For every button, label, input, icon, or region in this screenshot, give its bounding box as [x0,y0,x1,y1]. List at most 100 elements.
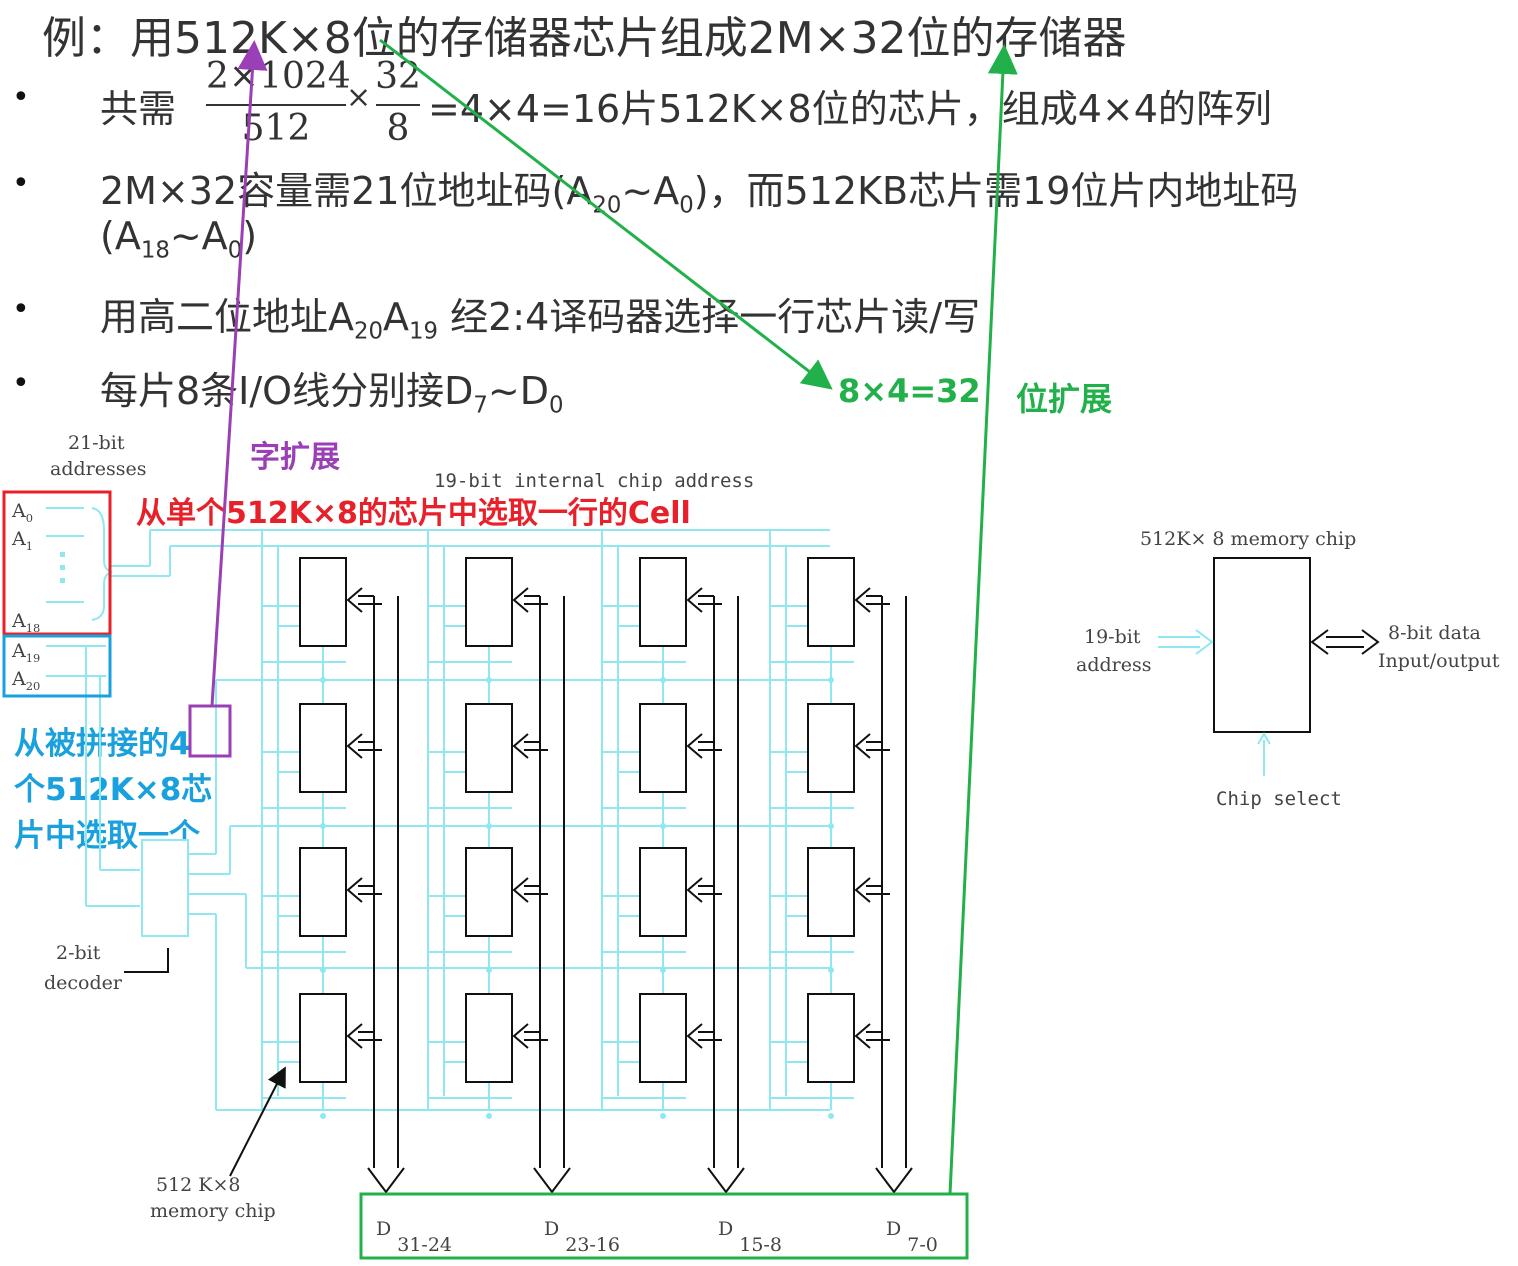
purple-arrow [210,40,268,707]
legend-chip-title: 512K× 8 memory chip [1140,528,1357,550]
junction-dot [828,823,834,829]
junction-dot [486,677,492,683]
fraction-1-numerator: 2×1024 [206,56,351,97]
memory-chip [639,703,687,793]
data-arrowhead [512,877,529,903]
data-arrowhead [512,1023,529,1049]
addr-a0: A0 [12,500,33,525]
legend-data-1: 8-bit data [1388,622,1481,644]
legend-data-arrow [1310,629,1380,655]
junction-dot [660,677,666,683]
bullet-3-text: 用高二位地址A20A19 经2:4译码器选择一行芯片读/写 [100,295,981,345]
green-arrow-2 [948,44,1018,1195]
memory-chip [807,993,855,1083]
junction-dot [320,677,326,683]
chip-array [299,557,855,1083]
junction-dot [486,823,492,829]
junction-dot [660,967,666,973]
data-arrowhead [854,587,871,613]
word-ext-label: 字扩展 [250,440,340,475]
bit-ext-label: 位扩展 [1016,380,1113,418]
green-data-box [359,1192,969,1260]
data-arrowhead [346,733,363,759]
decoder-pointer [124,948,169,973]
junction-dot [486,967,492,973]
addr-a19: A19 [12,640,41,665]
fraction-1-bar [206,104,346,106]
legend-data-2: Input/output [1378,650,1500,672]
address-bus [46,507,830,907]
addr-a20: A20 [12,668,41,693]
legend-addr-arrow [1158,629,1214,655]
data-bus-arrowhead [533,1167,571,1194]
chip-label-2: memory chip [150,1200,276,1222]
bullet-dot: • [12,292,30,327]
addr-a1: A1 [12,528,33,553]
legend-addr-2: address [1076,654,1152,676]
blue-note-line-2: 个512K×8芯 [14,772,213,808]
data-arrowhead [346,587,363,613]
memory-chip [465,847,513,937]
junction-dot [660,823,666,829]
legend-chip-block [1213,557,1311,733]
fraction-2-numerator: 32 [375,56,421,97]
decoder-label-2: decoder [44,972,122,994]
address-brace [91,507,113,621]
bullet-1-prefix: 共需 [100,87,177,131]
memory-chip [639,993,687,1083]
memory-chip [807,557,855,647]
data-bus-arrowhead [707,1167,745,1194]
page-title: 例：用512K×8位的存储器芯片组成2M×32位的存储器 [42,13,1127,64]
bullet-dot: • [12,80,30,115]
junction-dot [320,967,326,973]
red-address-box [2,490,112,636]
chip-pointer [229,1066,286,1177]
blue-address-box [2,634,112,698]
addr-a18: A18 [12,610,41,635]
junction-dot [660,1113,666,1119]
grid-wires [261,530,854,1119]
blue-note-line-1: 从被拼接的4 [14,726,191,762]
memory-chip [807,847,855,937]
memory-chip [299,557,347,647]
bit-ext-calc: 8×4=32 [838,372,981,410]
bullet-1-text: =4×4=16片512K×8位的芯片，组成4×4的阵列 [428,87,1272,131]
purple-decoder-box [188,704,232,758]
memory-chip [299,993,347,1083]
data-out-d7: D7-0 [886,1218,938,1256]
junction-dot [828,1113,834,1119]
addr-label-1: 21-bit [68,432,125,454]
memory-chip [465,557,513,647]
data-arrowhead [854,877,871,903]
memory-chip [639,847,687,937]
junction-dot [320,823,326,829]
fraction-2-bar [376,104,420,106]
fraction-1-denominator: 512 [241,108,311,149]
addr-label-2: addresses [50,458,147,480]
data-arrowhead [854,1023,871,1049]
memory-chip [465,703,513,793]
data-out-d23: D23-16 [544,1218,621,1256]
memory-chip [807,703,855,793]
times-sign: × [346,80,372,115]
memory-chip [299,703,347,793]
junction-dot [486,1113,492,1119]
memory-chip [299,847,347,937]
decoder-label-1: 2-bit [56,942,101,964]
bullet-2-line-2: (A18~A0) [100,214,258,264]
data-out-d15: D15-8 [718,1218,782,1256]
legend-addr-1: 19-bit [1084,626,1141,648]
data-bus-arrowhead [875,1167,913,1194]
data-arrowhead [512,733,529,759]
junction-dot [320,1113,326,1119]
red-note: 从单个512K×8的芯片中选取一行的Cell [136,496,691,531]
data-arrowhead [346,1023,363,1049]
data-bus-arrowhead [367,1167,405,1194]
decoder-outputs [188,679,830,1111]
data-arrowhead [346,877,363,903]
junction-dot [828,677,834,683]
legend-cs-arrow [1257,732,1271,776]
data-arrowhead [686,733,703,759]
data-arrowhead [854,733,871,759]
